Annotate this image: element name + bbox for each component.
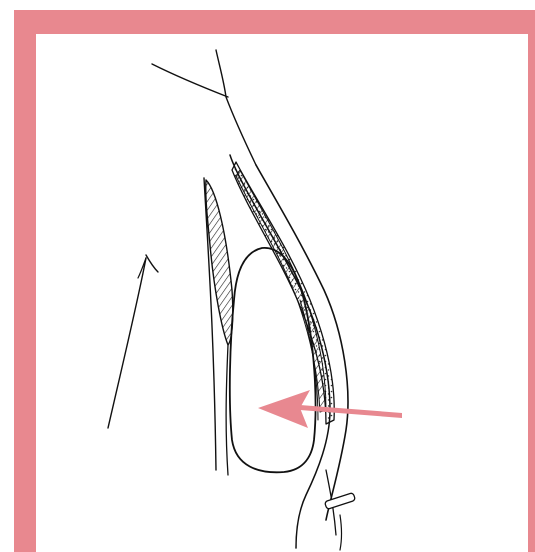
pectoralis-muscle: [206, 180, 233, 345]
arm-outline-lower: [108, 258, 146, 428]
upper-body-stroke: [216, 50, 256, 165]
frame-right-band: [528, 10, 535, 552]
pink-frame: [14, 10, 535, 552]
clavicle-stroke: [152, 64, 228, 97]
nipple-clip: [324, 493, 355, 510]
frame-top-band: [14, 10, 535, 34]
frame-left-band: [14, 10, 36, 552]
skin-outline: [256, 165, 348, 520]
arm-outline: [146, 255, 158, 272]
lower-small-line: [340, 515, 342, 550]
drawing: [108, 50, 356, 550]
muscle-inner-line: [226, 345, 228, 475]
